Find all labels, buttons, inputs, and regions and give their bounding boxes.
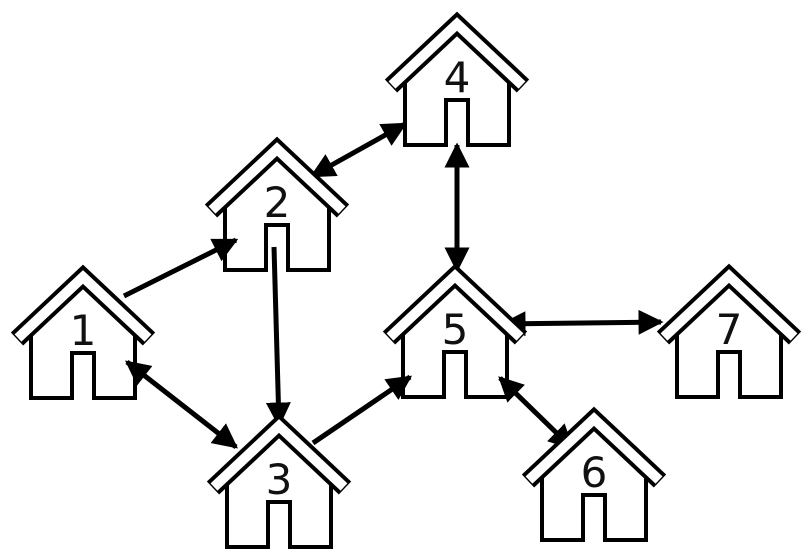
arrow-1-3 [125,360,238,449]
house-body [403,82,511,147]
arrow-2-4 [309,121,408,179]
house-number: 2 [264,178,291,227]
roof-fill [14,270,152,342]
house-number: 4 [444,53,471,102]
house-body [225,484,333,549]
arrow-3-5 [311,374,413,446]
house-body [540,477,648,542]
house-body [29,335,137,400]
house-number: 1 [70,306,97,355]
arrow-1-2 [122,237,239,299]
house-body [675,334,783,399]
house-body [223,207,331,272]
house-6: 6 [521,406,667,542]
house-number: 3 [266,455,293,504]
house-body [401,334,509,399]
house-5: 5 [382,263,528,399]
arrow-5-7 [500,309,664,337]
house-number: 6 [581,448,608,497]
house-3: 3 [206,413,352,549]
roof-fill [388,17,526,89]
roof-fill [660,269,798,341]
house-1: 1 [10,264,156,400]
houses-layer: 1 2 3 4 5 6 7 [10,11,802,549]
roof-fill [210,419,348,491]
roof-fill [525,412,663,484]
house-number: 7 [716,305,743,354]
house-7: 7 [656,263,802,399]
roof-fill [208,142,346,214]
house-2: 2 [204,136,350,272]
roof-fill [386,269,524,341]
house-4: 4 [384,11,530,147]
arrow-5-6 [498,376,574,450]
edges-layer [122,121,664,450]
arrow-2-3 [265,246,291,428]
house-number: 5 [442,305,469,354]
